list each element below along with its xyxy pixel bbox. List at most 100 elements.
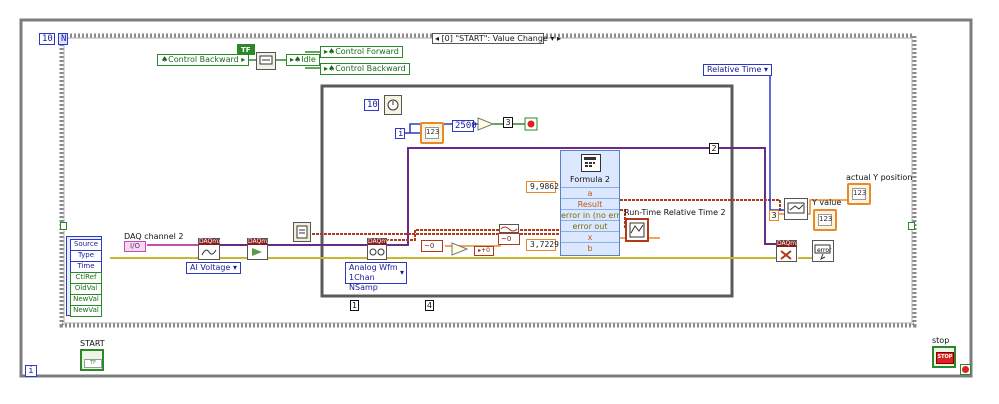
daqmx-header: DAQmx — [777, 240, 800, 247]
wave-icon — [500, 226, 518, 232]
waveform-wire-3 — [620, 199, 781, 212]
dropdown-arrow-icon[interactable]: ▾ — [763, 65, 768, 74]
analog-wfm-ring[interactable]: Analog Wfm 1Chan NSamp ▾ — [345, 262, 407, 292]
select-icon — [259, 55, 273, 65]
relative-time-ring[interactable]: Relative Time ▾ — [703, 64, 772, 76]
daqmx-header: DAQmx — [199, 238, 222, 245]
control-forward-tag[interactable]: ▸♠Control Forward — [320, 46, 403, 58]
select-node-icon[interactable] — [256, 52, 276, 70]
ai-voltage-ring[interactable]: AI Voltage ▾ — [186, 262, 241, 274]
start-button-terminal[interactable]: TF — [80, 349, 104, 371]
runtime-graph-indicator — [625, 218, 649, 242]
task-wire-3 — [386, 147, 784, 246]
iteration-indicator: 123 — [420, 122, 444, 144]
event-structure-border — [59, 33, 917, 328]
bool-constant[interactable]: TF — [237, 44, 255, 55]
compare-constant-2500[interactable]: 2500 — [452, 120, 477, 132]
event-case-selector[interactable]: ◂ [0] "START": Value Change ▾ ▸ — [432, 33, 561, 44]
int-wire-relative-time — [760, 69, 784, 211]
wait-ms-vi[interactable] — [384, 95, 402, 115]
daq-channel-constant[interactable]: I/O — [124, 241, 146, 252]
case-selector-label: [0] "START": Value Change — [441, 34, 548, 43]
event-data-node[interactable]: Source Type Time CtlRef OldVal NewVal Ne… — [66, 236, 102, 317]
stop-button-terminal[interactable]: STOP — [932, 346, 956, 368]
daqmx-timing-vi[interactable]: DAQmx — [247, 238, 271, 260]
y-value-label: Y value — [812, 198, 842, 207]
graph-icon — [629, 222, 645, 238]
tunnel-1: 1 — [350, 300, 359, 311]
inner-iteration-terminal: i — [395, 128, 405, 139]
actual-y-position-indicator: 123 — [847, 183, 871, 205]
wfm-component-node-3[interactable]: ~0 — [498, 233, 520, 245]
event-left-tunnel — [60, 222, 67, 230]
loop-count-glyph: N — [58, 33, 68, 45]
tag-icon: ♠ — [328, 64, 336, 73]
error-handler-vi[interactable]: error — [812, 240, 834, 262]
daq-channel-label: DAQ channel 2 — [124, 232, 184, 241]
property-node-icon[interactable] — [293, 222, 311, 242]
error-handler-icon: error — [814, 244, 832, 261]
index-array-vi[interactable] — [784, 198, 808, 220]
stop-button-glyph: STOP — [936, 352, 954, 364]
create-channel-icon — [201, 249, 217, 256]
daqmx-header: DAQmx — [248, 238, 271, 245]
event-data-oldval[interactable]: OldVal — [70, 283, 102, 295]
stop-terminal-dot — [527, 120, 535, 128]
daqmx-create-channel-vi[interactable]: DAQmx — [198, 238, 222, 260]
dropdown-arrow-icon[interactable]: ▾ — [399, 268, 404, 277]
formula-express-vi[interactable]: Formula 2 a Result error in (no error) e… — [560, 150, 620, 256]
tag-icon: ♠ — [328, 47, 336, 56]
loop-iteration-terminal: i — [25, 365, 37, 377]
loop-count-terminal[interactable]: 10 — [39, 33, 55, 45]
formula-error-in[interactable]: error in (no error) — [561, 209, 619, 220]
stop-value-constant[interactable]: 3 — [503, 117, 513, 128]
index-constant-3[interactable]: 3 — [769, 210, 779, 221]
wait-ms-constant[interactable]: 10 — [364, 99, 379, 111]
actual-y-position-label: actual Y position — [846, 173, 913, 182]
event-data-newval-2[interactable]: NewVal — [70, 305, 102, 317]
idle-tag[interactable]: ▸♠Idle — [286, 54, 320, 66]
wfm-component-node-2[interactable]: ▸+0 — [474, 246, 494, 256]
wfm-component-node-1[interactable]: ~0 — [421, 240, 443, 252]
tag-icon: ♠ — [294, 55, 302, 64]
tag-icon: ♠ — [161, 55, 169, 64]
formula-error-out[interactable]: error out — [561, 220, 619, 232]
control-backward-output-tag[interactable]: ▸♠Control Backward — [320, 63, 410, 75]
outer-while-loop-border — [19, 18, 973, 378]
formula-title: Formula 2 — [570, 175, 610, 184]
case-increment-icon[interactable]: ▸ — [556, 34, 561, 43]
case-dropdown-icon[interactable]: ▾ — [550, 34, 555, 43]
daqmx-read-vi[interactable]: DAQmx — [367, 238, 391, 260]
stop-button-label: stop — [932, 336, 950, 345]
stop-sign-icon — [962, 366, 969, 373]
formula-input-b[interactable]: b — [561, 242, 619, 254]
clear-task-icon — [780, 250, 792, 260]
formula-constant-a[interactable]: 9,9862 — [526, 181, 559, 193]
formula-output-result[interactable]: Result — [561, 198, 619, 210]
control-backward-input-tag[interactable]: ♠Control Backward ▸ — [157, 54, 250, 66]
loop-condition-terminal[interactable] — [960, 364, 971, 375]
property-node-glyph — [296, 225, 308, 239]
y-value-indicator: 123 — [813, 209, 837, 231]
tunnel-4: 4 — [425, 300, 434, 311]
dropdown-arrow-icon[interactable]: ▾ — [232, 263, 237, 272]
timing-icon — [252, 248, 262, 256]
case-decrement-icon[interactable]: ◂ — [435, 34, 440, 43]
start-button-glyph: TF — [84, 359, 102, 368]
shift-tunnel-2: 2 — [709, 143, 719, 154]
runtime-graph-label: Run-Time Relative Time 2 — [624, 208, 726, 217]
watch-icon — [387, 99, 399, 111]
daqmx-header: DAQmx — [368, 238, 391, 245]
inner-while-loop-border — [320, 84, 734, 298]
compare-node — [477, 117, 495, 131]
formula-constant-b[interactable]: 3,7229 — [526, 239, 559, 251]
read-glasses-icon — [369, 248, 385, 256]
index-array-icon — [787, 202, 805, 214]
waveform-wire-2 — [386, 229, 560, 241]
formula-input-a[interactable]: a — [561, 187, 619, 199]
multiply-node — [451, 242, 469, 256]
daqmx-clear-task-vi[interactable]: DAQmx — [776, 240, 800, 262]
start-button-label: START — [80, 339, 105, 348]
formula-input-x[interactable]: x — [561, 231, 619, 243]
wave-function-icon[interactable] — [499, 224, 519, 233]
